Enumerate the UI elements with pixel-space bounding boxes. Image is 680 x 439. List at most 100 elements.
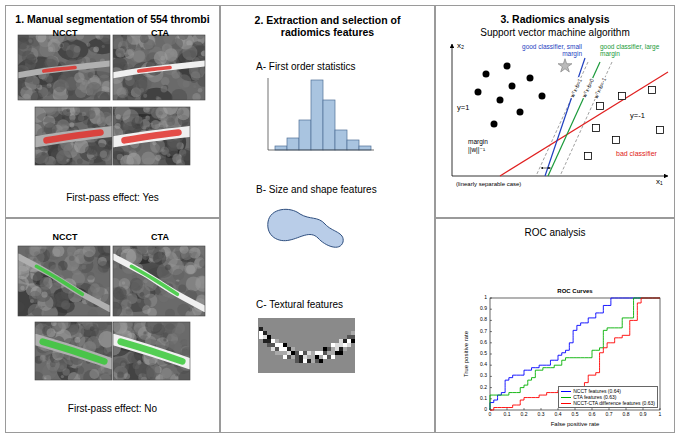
ct-noise — [74, 337, 80, 343]
margin-line — [536, 62, 588, 176]
outcome-label: First-pass effect: Yes — [6, 192, 219, 204]
margin-line — [560, 62, 612, 176]
texture-pixel — [283, 347, 287, 351]
texture-pixel — [351, 339, 355, 343]
ct-image — [18, 35, 110, 100]
tick-label: 0.3 — [538, 412, 545, 418]
vessel — [113, 257, 205, 310]
ct-noise — [175, 281, 179, 285]
ct-noise — [98, 367, 105, 374]
texture-pixel — [303, 355, 307, 359]
texture-pixel — [295, 359, 299, 363]
ct-noise — [124, 373, 130, 379]
image-frame — [18, 246, 110, 316]
tick-label: 0 — [484, 407, 487, 413]
histogram — [268, 78, 374, 150]
ct-noise — [97, 246, 110, 256]
tick-mark — [490, 376, 492, 377]
ct-image — [35, 107, 112, 165]
texture-image — [258, 318, 355, 373]
caption-note: (linearly separable case) — [456, 181, 521, 188]
tick-label: 0 — [489, 412, 492, 418]
texture-pixel — [267, 339, 271, 343]
ct-noise — [22, 94, 31, 100]
ct-image — [113, 322, 190, 380]
ct-noise — [133, 50, 145, 62]
class-point — [619, 93, 626, 100]
texture-pixel — [275, 343, 279, 347]
ct-noise — [113, 322, 128, 334]
ct-noise — [76, 283, 81, 288]
texture-pixel — [351, 331, 355, 335]
small-margin-classifier-line — [545, 58, 585, 176]
texture-pixel — [299, 359, 303, 363]
texture-pixel — [319, 355, 323, 359]
vessel — [35, 339, 112, 363]
ct-noise — [179, 35, 189, 40]
ct-noise — [161, 86, 168, 93]
panel-subtitle: Support vector machine algorithm — [436, 27, 674, 39]
ct-noise — [133, 323, 146, 336]
texture-pixel — [327, 351, 331, 355]
texture-pixel — [291, 355, 295, 359]
ct-image — [113, 35, 205, 100]
texture-pixel — [275, 351, 279, 355]
texture-pixel — [307, 355, 311, 359]
ct-noise — [69, 122, 74, 127]
ct-noise — [153, 251, 166, 264]
texture-pixel — [323, 355, 327, 359]
texture-pixel — [287, 347, 291, 351]
ct-noise — [98, 331, 112, 348]
ct-noise — [89, 159, 94, 164]
ct-noise — [116, 114, 121, 119]
ct-noise — [41, 292, 47, 298]
image-frame — [18, 35, 110, 100]
tick-label: 0.5 — [480, 351, 487, 357]
histogram-bar — [359, 146, 371, 150]
class-point — [475, 89, 482, 96]
ct-noise — [105, 322, 112, 330]
ct-noise — [35, 371, 44, 380]
ct-noise — [83, 370, 98, 380]
ct-noise — [18, 96, 22, 100]
class-label: y=-1 — [630, 112, 645, 120]
axis-title: False positive rate — [551, 421, 600, 428]
ct-noise — [156, 97, 161, 100]
texture-pixel — [335, 343, 339, 347]
image-frame — [113, 246, 205, 316]
thrombus-segmentation — [36, 266, 82, 294]
class-point — [491, 121, 498, 128]
tick-mark — [592, 408, 593, 410]
ct-noise — [199, 260, 205, 268]
thrombus-segmentation — [139, 68, 170, 72]
ct-noise — [127, 352, 138, 363]
legend-swatch — [561, 401, 571, 406]
legend-text: NCCT features (0.64) — [573, 388, 621, 394]
texture-pixel — [283, 343, 287, 347]
ct-image — [113, 246, 205, 316]
texture-pixel — [351, 335, 355, 339]
axis-line — [452, 44, 453, 176]
ct-noise — [139, 88, 144, 93]
ct-noise — [117, 87, 129, 99]
ct-noise — [65, 50, 74, 59]
texture-pixel — [331, 347, 335, 351]
new-point-star — [558, 59, 572, 72]
ct-noise — [67, 159, 75, 165]
texture-pixel — [323, 351, 327, 355]
ct-image — [18, 246, 110, 316]
texture-pixel — [263, 331, 267, 335]
ct-noise — [108, 141, 112, 146]
tick-label: 0.2 — [521, 412, 528, 418]
histogram-bar — [323, 100, 335, 150]
image-label: CTA — [140, 232, 180, 242]
texture-pixel — [347, 339, 351, 343]
ct-noise — [74, 107, 91, 117]
tick-label: 0.4 — [555, 412, 562, 418]
ct-noise — [40, 281, 49, 290]
texture-pixel — [307, 359, 311, 363]
axis-title: True positive rate — [463, 331, 470, 377]
feature-heading: B- Size and shape features — [256, 184, 426, 196]
ct-noise — [113, 358, 129, 375]
feature-heading: A- First order statistics — [256, 61, 426, 73]
